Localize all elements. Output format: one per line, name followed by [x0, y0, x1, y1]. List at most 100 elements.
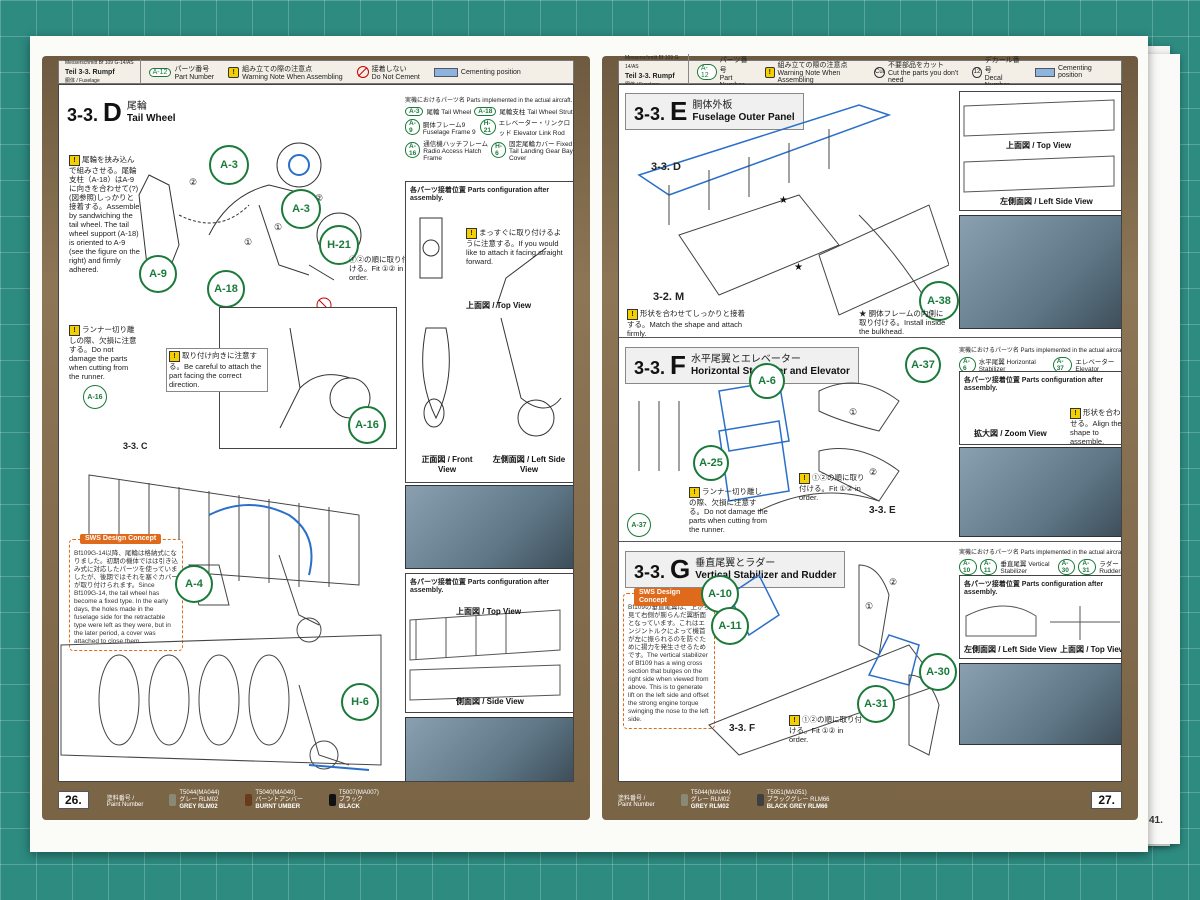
note-runner-cut: !ランナー切り離しの際、欠損に注意する。Do not damage the pa… [689, 487, 768, 534]
tail-wheel-views-drawing [419, 217, 562, 437]
callout-a38: A-38 [919, 281, 959, 321]
legend-cementing: Cementing position [1034, 65, 1107, 79]
paint-number-label: 塗料番号 /Paint Number [106, 795, 144, 808]
photo-tail-wheel-close-up [405, 717, 573, 781]
manual-spread: Messerschmitt Bf 109 G-14/AS Teil 3-3. R… [30, 36, 1148, 852]
photo-tail-wheel-assembled [405, 485, 573, 569]
callout-a6: A-6 [749, 363, 785, 399]
outer-panel-views-drawing [963, 99, 1115, 193]
callout-a3: A-3 [209, 145, 249, 185]
fuselage-frame-drawing [88, 474, 360, 643]
left-side-view-label: 左側面図 / Left Side View [964, 645, 1057, 654]
vertical-stabilizer-drawing: ②① [708, 564, 940, 756]
note-fit-order: !①②の順に取り付ける。Fit ①② in order. [799, 473, 865, 502]
warning-icon: ! [69, 155, 80, 166]
warning-icon: ! [69, 325, 80, 336]
paint-bottle-icon [245, 794, 253, 806]
callout-a37: A-37 [627, 513, 651, 537]
config-box-stabilizer: 各パーツ接着位置 Parts configuration after assem… [959, 371, 1122, 446]
top-view-label: 上面図 / Top View [456, 607, 522, 616]
top-view-label: 上面図 / Top View [466, 301, 532, 310]
sws-design-concept-right: SWS Design Concept Bf109の垂直尾翼は、上から見て右側が膨… [623, 588, 715, 729]
svg-text:②: ② [315, 193, 323, 203]
page-legend: Messerschmitt Bf 109 G-14/AS Teil 3-3. R… [618, 54, 1122, 90]
fuselage-outer-panel-drawing: ★★ [637, 104, 949, 316]
svg-text:①: ① [849, 407, 857, 417]
svg-text:★: ★ [779, 195, 788, 206]
left-page-footer: 26. 塗料番号 /Paint Number T5044(MA044)グレー R… [58, 786, 574, 814]
note-fit-order: ①②の順に取り付ける。Fit ①② in order. [349, 255, 409, 282]
left-side-view-label: 左側面図 / Left Side View [492, 455, 566, 474]
svg-text:①: ① [865, 601, 873, 611]
legend-cementing: Cementing position [433, 67, 521, 77]
callout-a16: A-16 [83, 385, 107, 409]
svg-text:②: ② [189, 177, 197, 187]
note-match-shape: !形状を合わせてしっかりと接着する。Match the shape and at… [627, 309, 745, 338]
step-m-reference: 3-2. M [653, 291, 685, 303]
note-runner-cut: !ランナー切り離しの際、欠損に注意する。Do not damage the pa… [69, 325, 137, 381]
callout-a16: A-16 [348, 406, 386, 444]
fuselage-tail-section-drawing [60, 634, 382, 771]
warning-icon: ! [466, 228, 477, 239]
svg-text:②: ② [889, 577, 897, 587]
note-straight-forward: !まっすぐに取り付けるように注意する。If you would like to … [466, 228, 563, 266]
warning-icon: ! [765, 66, 775, 78]
paint-bottle-icon [328, 794, 336, 806]
sws-design-concept-left: SWS Design Concept Bf109G-14以降、尾輪は格納式になり… [69, 534, 183, 651]
warning-icon: ! [1070, 408, 1081, 419]
fuselage-views-drawing [409, 609, 561, 701]
note-inside-bulkhead: ★ 胴体フレームの内側に取り付ける。Install inside the bul… [859, 309, 946, 336]
warning-icon: ! [169, 351, 180, 362]
radio-hatch-drawing [279, 327, 371, 429]
cementing-swatch [433, 67, 458, 77]
config-box-rudder: 各パーツ接着位置 Parts configuration after assem… [959, 575, 1121, 659]
no-cement-icon [356, 66, 369, 78]
step-c-reference: 3-3. C [123, 441, 148, 451]
callout-a31: A-31 [857, 685, 895, 723]
warning-icon: ! [799, 473, 810, 484]
config-box-fuselage: 各パーツ接着位置 Parts configuration after assem… [405, 573, 573, 713]
page-number: 27. [1091, 791, 1122, 809]
callout-a9: A-9 [139, 255, 177, 293]
photo-fuselage-interior [959, 215, 1121, 329]
real-parts-list-g: 実機におけるパーツ名 Parts implemented in the actu… [959, 547, 1121, 576]
warning-icon: ! [627, 309, 638, 320]
section-title: Messerschmitt Bf 109 G-14/AS Teil 3-3. R… [59, 58, 141, 86]
step-f-reference: 3-3. F [729, 723, 756, 734]
warning-icon: ! [789, 715, 800, 726]
note-align-shape: !形状を合わせる。Align the shape to assemble. [1070, 408, 1122, 446]
left-side-view-label: 左側面図 / Left Side View [1000, 197, 1093, 206]
right-page-footer: 塗料番号 /Paint Number T5044(MA044)グレー RLM02… [618, 786, 1122, 814]
svg-text:①: ① [274, 222, 282, 232]
decal-icon: 12 [972, 66, 982, 78]
paint-bottle-icon [756, 794, 764, 806]
callout-a25: A-25 [693, 445, 729, 481]
front-view-label: 正面図 / Front View [421, 455, 473, 474]
real-parts-list-f: 実機におけるパーツ名 Parts implemented in the actu… [959, 345, 1121, 374]
callout-h21: H-21 [319, 225, 359, 265]
svg-text:★: ★ [794, 262, 803, 273]
svg-text:②: ② [869, 467, 877, 477]
callout-a37: A-37 [905, 347, 941, 383]
paint-bottle-icon [680, 794, 688, 806]
right-page: Messerschmitt Bf 109 G-14/AS Teil 3-3. R… [602, 54, 1138, 820]
